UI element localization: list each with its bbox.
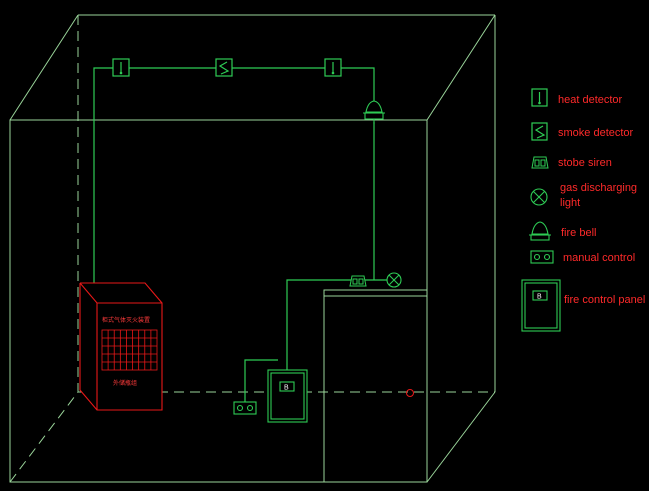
room-panel-letter: B: [284, 385, 289, 392]
door-frame: [323, 289, 428, 483]
heat-detector-1: [112, 58, 130, 77]
legend-smoke-detector-icon: [531, 122, 548, 141]
cabinet-outline: [79, 282, 163, 411]
ceiling-wire: [93, 67, 375, 283]
panel-wire: [286, 279, 394, 370]
strobe-siren-device: [349, 275, 367, 287]
fire-bell-device: [363, 100, 385, 124]
cabinet-top-label: 柜式气体灭火装置: [102, 316, 150, 324]
diag-bottom-left-hidden: [9, 391, 79, 483]
legend-panel-letter: B: [537, 294, 542, 301]
room-control-panel: [267, 369, 308, 423]
legend-manual-control-icon: [530, 250, 554, 264]
cabinet-grille: [101, 329, 158, 371]
room-front-face: [9, 119, 428, 483]
legend-gas-light-label-2: light: [560, 197, 580, 209]
legend-heat-detector-label: heat detector: [558, 94, 623, 106]
diag-top-right: [426, 14, 496, 121]
diag-top-left: [9, 14, 79, 121]
gas-extinguisher-cabinet: [79, 282, 163, 411]
legend-fire-control-panel-icon: [521, 279, 561, 332]
legend-manual-control-label: manual control: [563, 252, 635, 264]
manual-wire: [244, 359, 278, 402]
legend-strobe-siren-label: stobe siren: [558, 157, 612, 169]
grille-frame: [101, 329, 158, 371]
smoke-detector-1: [215, 58, 233, 77]
legend-gas-light-label-1: gas discharging: [560, 182, 637, 194]
diag-bottom-right: [426, 391, 496, 483]
door: [323, 289, 428, 483]
gas-discharging-light-device: [386, 272, 402, 288]
room-manual-control: [233, 401, 257, 415]
cabinet-bottom-label: 外储瓶组: [113, 379, 137, 387]
legend-heat-detector-icon: [531, 88, 548, 107]
legend-gas-light-icon: [530, 188, 548, 206]
legend-fire-bell-label: fire bell: [561, 227, 596, 239]
heat-detector-2: [324, 58, 342, 77]
legend-strobe-siren-icon: [531, 156, 549, 169]
legend-smoke-detector-label: smoke detector: [558, 127, 634, 139]
door-knob: [406, 389, 414, 397]
legend-fire-control-panel-label: fire control panel: [564, 294, 645, 306]
legend-fire-bell-icon: [529, 221, 551, 241]
